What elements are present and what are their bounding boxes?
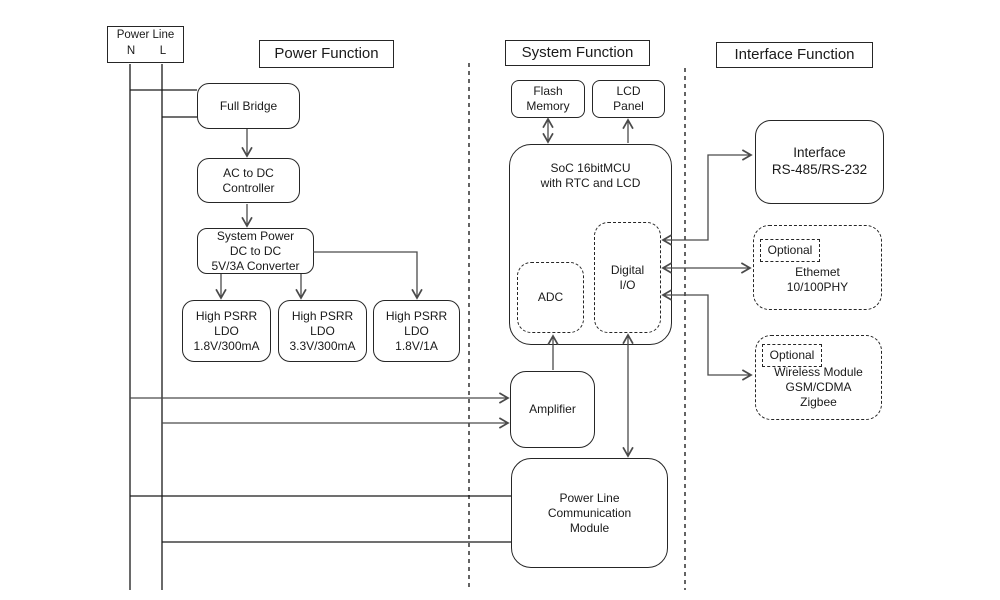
wireless-label: Wireless Module GSM/CDMA Zigbee xyxy=(774,365,863,409)
ethernet-label: Ethemet 10/100PHY xyxy=(786,264,849,294)
optional-tag: Optional xyxy=(760,239,820,262)
flash-memory-block: Flash Memory xyxy=(511,80,585,118)
power-line-n-label: N xyxy=(126,45,136,57)
power-line-l-label: L xyxy=(159,45,167,57)
section-label-system-function: System Function xyxy=(505,40,650,66)
adc-block: ADC xyxy=(517,262,584,333)
plc-module-block: Power Line Communication Module xyxy=(511,458,668,568)
ldo-3v3-300ma-block: High PSRR LDO 3.3V/300mA xyxy=(278,300,367,362)
system-power-converter-block: System Power DC to DC 5V/3A Converter xyxy=(197,228,314,274)
full-bridge-block: Full Bridge xyxy=(197,83,300,129)
optional-tag: Optional xyxy=(762,344,822,367)
ethernet-optional-block: Optional Ethemet 10/100PHY xyxy=(753,225,882,310)
digital-io-block: Digital I/O xyxy=(594,222,661,333)
arrow-digitalio-rs485-bidir xyxy=(661,149,753,246)
section-label-interface-function: Interface Function xyxy=(716,42,873,68)
ldo-1v8-300ma-block: High PSRR LDO 1.8V/300mA xyxy=(182,300,271,362)
lcd-panel-block: LCD Panel xyxy=(592,80,665,118)
power-line-title: Power Line xyxy=(116,29,175,41)
arrow-digitalio-wireless-bidir xyxy=(661,289,753,381)
amplifier-block: Amplifier xyxy=(510,371,595,448)
arrow-syspower-to-ldo3 xyxy=(313,251,423,300)
power-line-source-block: Power Line N L xyxy=(107,26,184,63)
ldo-1v8-1a-block: High PSRR LDO 1.8V/1A xyxy=(373,300,460,362)
ac-to-dc-controller-block: AC to DC Controller xyxy=(197,158,300,203)
interface-rs485-rs232-block: Interface RS-485/RS-232 xyxy=(755,120,884,204)
section-label-power-function: Power Function xyxy=(259,40,394,68)
wireless-module-optional-block: Optional Wireless Module GSM/CDMA Zigbee xyxy=(755,335,882,420)
